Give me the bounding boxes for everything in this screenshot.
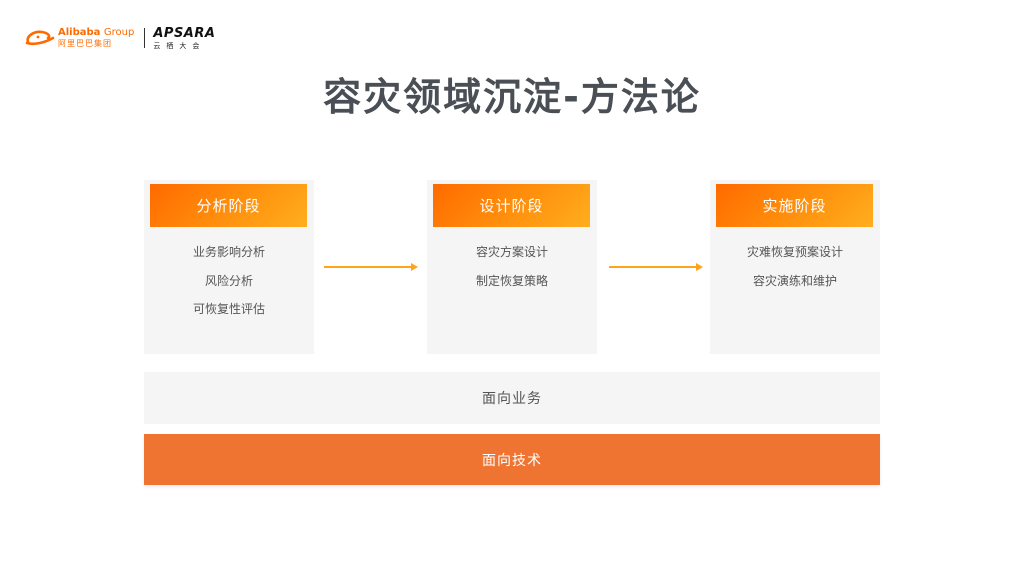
business-oriented-band: 面向业务: [144, 372, 880, 424]
brand-logos: Alibaba Group 阿里巴巴集团 APSARA 云栖大会: [24, 24, 215, 52]
alibaba-logo-icon: [24, 28, 56, 48]
stage-item: 制定恢复策略: [475, 273, 548, 288]
stage-card-implementation: 实施阶段 灾难恢复预案设计 容灾演练和维护: [710, 180, 880, 354]
arrow-right-icon: [324, 262, 418, 272]
stage-item: 风险分析: [204, 273, 253, 288]
arrow-right-icon: [609, 262, 703, 272]
alibaba-wordmark: Alibaba Group 阿里巴巴集团: [58, 28, 134, 48]
stage-card-design: 设计阶段 容灾方案设计 制定恢复策略: [427, 180, 597, 354]
page-title: 容灾领域沉淀-方法论: [323, 75, 701, 119]
stage-item: 容灾演练和维护: [752, 273, 837, 288]
stage-items: 业务影响分析 风险分析 可恢复性评估: [144, 242, 314, 328]
logo-divider: [144, 28, 146, 48]
technology-oriented-band: 面向技术: [144, 434, 880, 485]
stage-header: 设计阶段: [433, 184, 590, 227]
alibaba-en: Alibaba: [58, 27, 101, 38]
stage-item: 容灾方案设计: [475, 245, 548, 259]
stage-card-analysis: 分析阶段 业务影响分析 风险分析 可恢复性评估: [144, 180, 314, 354]
stage-items: 容灾方案设计 制定恢复策略: [427, 242, 597, 299]
stage-item: 业务影响分析: [192, 245, 265, 259]
stage-items: 灾难恢复预案设计 容灾演练和维护: [710, 242, 880, 299]
stage-header: 分析阶段: [150, 184, 307, 227]
stage-item: 灾难恢复预案设计: [746, 245, 843, 259]
alibaba-cn: 阿里巴巴集团: [58, 39, 112, 48]
stage-header: 实施阶段: [716, 184, 873, 227]
alibaba-group: Group: [103, 27, 135, 38]
stage-item: 可恢复性评估: [192, 302, 265, 316]
apsara-en: APSARA: [153, 25, 216, 41]
apsara-cn: 云栖大会: [153, 41, 206, 50]
apsara-logo: APSARA 云栖大会: [153, 27, 215, 50]
